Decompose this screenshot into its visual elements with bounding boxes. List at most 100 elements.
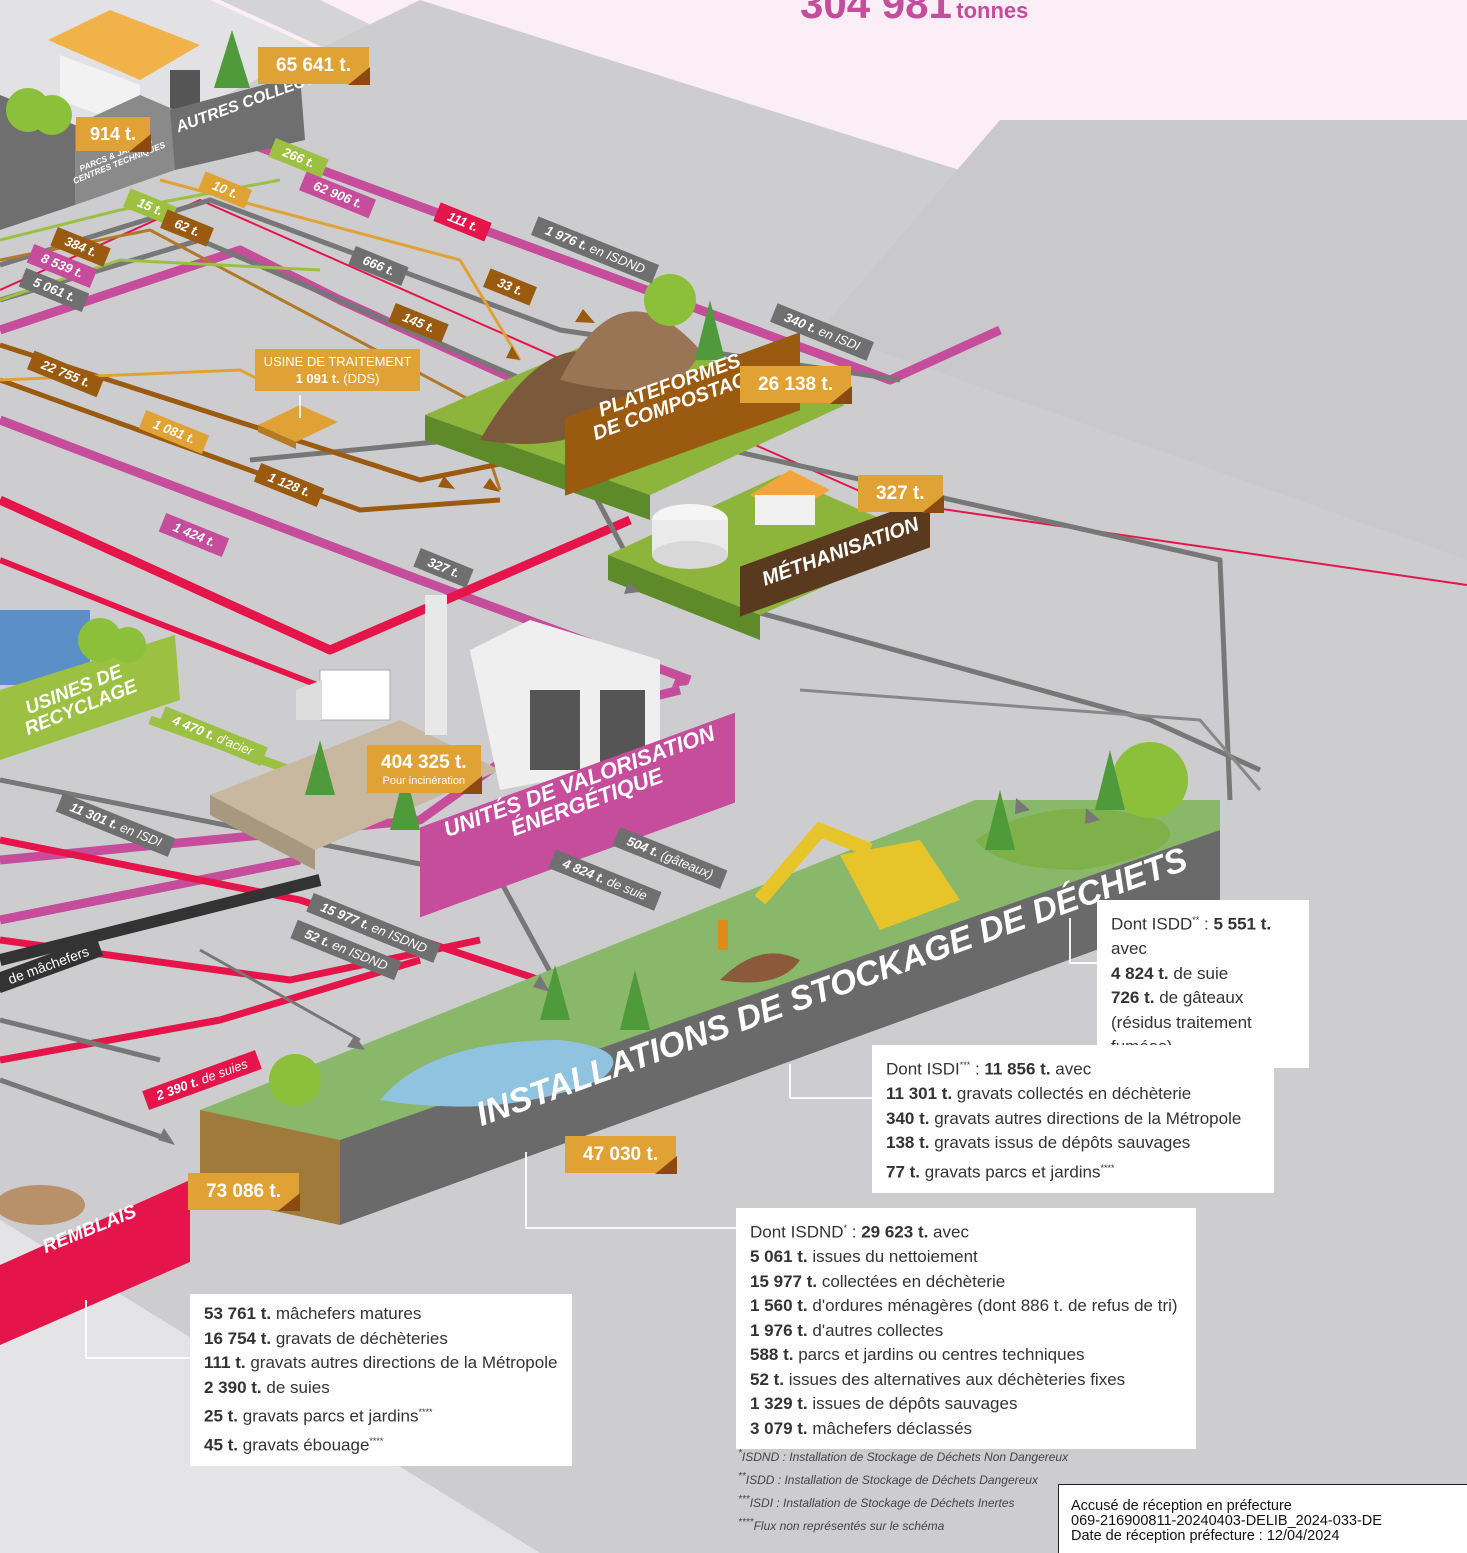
isdnd-item-value: 3 079 t.: [750, 1418, 808, 1438]
isdd-item-text: de gâteaux: [1154, 988, 1244, 1008]
isdd-extra1: (résidus traitement: [1111, 1012, 1252, 1032]
isdi-value: 11 856 t.: [984, 1059, 1051, 1079]
tag-uve-value: 404 325 t.: [381, 752, 467, 773]
isdnd-item-text: d'ordures ménagères (dont 886 t. de refu…: [807, 1296, 1178, 1316]
isdd-item-text: de suie: [1168, 963, 1229, 983]
footnote-text: Flux non représentés sur le schéma: [753, 1519, 945, 1533]
remblais-item-text: gravats de déchèteries: [271, 1328, 448, 1348]
methanisation-platform: [608, 470, 930, 640]
isdnd-item-text: mâchefers déclassés: [807, 1418, 973, 1438]
footnote-text: ISDI : Installation de Stockage de Déche…: [749, 1496, 1015, 1510]
isdi-item-text: gravats parcs et jardins: [920, 1162, 1101, 1182]
usine-title: USINE DE TRAITEMENT: [263, 354, 412, 369]
isdnd-label: Dont ISDND: [750, 1222, 844, 1242]
prefecture-stamp: Accusé de réception en préfecture 069-21…: [1058, 1484, 1467, 1553]
remblais-item-star: ****: [369, 1436, 384, 1447]
remblais-item-value: 2 390 t.: [204, 1377, 262, 1397]
isdi-item-text: gravats collectés en déchèterie: [952, 1084, 1192, 1104]
isdi-item-value: 138 t.: [886, 1133, 930, 1153]
stamp-line2: 069-216900811-20240403-DELIB_2024-033-DE: [1071, 1513, 1382, 1529]
remblais-item-value: 45 t.: [204, 1435, 239, 1455]
remblais-item-text: gravats autres directions de la Métropol…: [245, 1353, 558, 1372]
info-connectors: [85, 918, 1097, 1359]
isdi-item-value: 340 t.: [886, 1108, 930, 1128]
grand-total-unit: tonnes: [956, 0, 1029, 23]
usine-note: (DDS): [343, 371, 380, 386]
isdnd-item-text: d'autres collectes: [807, 1320, 944, 1340]
footnote-star: *: [738, 1448, 742, 1459]
isdnd-sep: :: [847, 1222, 862, 1242]
stockage-platform: [200, 742, 1220, 1225]
stamp-line1: Accusé de réception en préfecture: [1071, 1498, 1292, 1514]
remblais-item-text: de suies: [261, 1377, 330, 1397]
isdi-item-star: ****: [1100, 1162, 1115, 1173]
usine-traitement-box: USINE DE TRAITEMENT 1 091 t. (DDS): [255, 349, 420, 391]
tag-uve: 404 325 t. Pour incinération: [367, 745, 482, 794]
isdd-label: Dont ISDD: [1111, 914, 1193, 934]
info-remblais: 53 761 t. mâchefers matures 16 754 t. gr…: [190, 1294, 572, 1467]
isdnd-item-text: issues des alternatives aux déchèteries …: [784, 1369, 1126, 1389]
isdnd-item-text: issues de dépôts sauvages: [807, 1394, 1018, 1414]
footnote-star: **: [738, 1471, 746, 1482]
remblais-item-value: 111 t.: [204, 1353, 246, 1372]
footnote-star: ****: [738, 1517, 754, 1528]
isdd-item-value: 4 824 t.: [1111, 963, 1169, 983]
footnote-star: ***: [738, 1494, 750, 1505]
isdnd-item-value: 1 329 t.: [750, 1394, 808, 1414]
isdd-item-value: 726 t.: [1111, 988, 1155, 1008]
info-isdnd: Dont ISDND* : 29 623 t. avec 5 061 t. is…: [736, 1208, 1196, 1450]
remblais-item-text: gravats parcs et jardins: [238, 1406, 419, 1426]
tag-stockage: 47 030 t.: [565, 1136, 677, 1174]
isdnd-avec: avec: [928, 1222, 969, 1242]
tag-parcs-jardins: 914 t.: [76, 117, 152, 152]
isdd-sep: :: [1199, 914, 1214, 934]
isdnd-item-value: 588 t.: [750, 1345, 794, 1365]
grand-total: 304 981 tonnes: [800, 0, 1028, 28]
remblais-block: [0, 1180, 190, 1345]
isdd-avec: avec: [1111, 939, 1147, 959]
isdi-item-text: gravats issus de dépôts sauvages: [929, 1133, 1191, 1153]
isdnd-item-text: issues du nettoiement: [807, 1247, 978, 1267]
isdi-item-value: 11 301 t.: [886, 1084, 953, 1104]
grand-total-value: 304 981: [800, 0, 952, 27]
isdnd-item-text: parcs et jardins ou centres techniques: [793, 1345, 1085, 1365]
usine-value: 1 091 t.: [295, 371, 340, 386]
tag-uve-note: Pour incinération: [382, 775, 466, 787]
isdnd-star: *: [843, 1223, 848, 1233]
ground-back: [820, 120, 1467, 560]
footnotes: *ISDND : Installation de Stockage de Déc…: [738, 1444, 1068, 1536]
remblais-item-text: mâchefers matures: [271, 1304, 422, 1323]
isdnd-item-value: 1 560 t.: [750, 1296, 808, 1316]
stamp-line3: Date de réception préfecture : 12/04/202…: [1071, 1528, 1340, 1544]
isdnd-item-value: 15 977 t.: [750, 1271, 818, 1291]
tag-autres-collectes: 65 641 t.: [258, 47, 370, 85]
info-isdi: Dont ISDI*** : 11 856 t. avec 11 301 t. …: [872, 1045, 1274, 1193]
isdi-sep: :: [970, 1059, 985, 1079]
footnote-text: ISDD : Installation de Stockage de Déche…: [745, 1473, 1038, 1487]
isdi-item-text: gravats autres directions de la Métropol…: [929, 1108, 1242, 1128]
remblais-item-value: 25 t.: [204, 1406, 239, 1426]
isdi-avec: avec: [1050, 1059, 1092, 1079]
isdd-value: 5 551 t.: [1213, 914, 1272, 934]
remblais-item-text: gravats ébouage: [238, 1435, 370, 1455]
usine-tile: [258, 395, 338, 449]
isdnd-item-value: 1 976 t.: [750, 1320, 808, 1340]
isdnd-item-text: collectées en déchèterie: [817, 1271, 1006, 1291]
remblais-item-star: ****: [418, 1407, 433, 1417]
isdnd-item-value: 52 t.: [750, 1369, 785, 1389]
isdi-item-value: 77 t.: [886, 1162, 921, 1182]
isdnd-value: 29 623 t.: [861, 1222, 929, 1242]
footnote-text: ISDND : Installation de Stockage de Déch…: [741, 1450, 1069, 1464]
recyclage-block: [0, 610, 180, 760]
isdi-star: ***: [959, 1060, 971, 1070]
tag-remblais: 73 086 t.: [188, 1173, 300, 1211]
tag-methanisation: 327 t.: [858, 475, 944, 513]
isdd-star: **: [1192, 915, 1200, 925]
tag-compostage: 26 138 t.: [740, 366, 852, 404]
isdnd-item-value: 5 061 t.: [750, 1247, 808, 1267]
isdi-label: Dont ISDI: [886, 1059, 960, 1079]
remblais-item-value: 53 761 t.: [204, 1304, 272, 1323]
arrowheads: [158, 309, 1100, 1145]
remblais-item-value: 16 754 t.: [204, 1328, 272, 1348]
info-isdd: Dont ISDD** : 5 551 t. avec 4 824 t. de …: [1097, 900, 1309, 1068]
